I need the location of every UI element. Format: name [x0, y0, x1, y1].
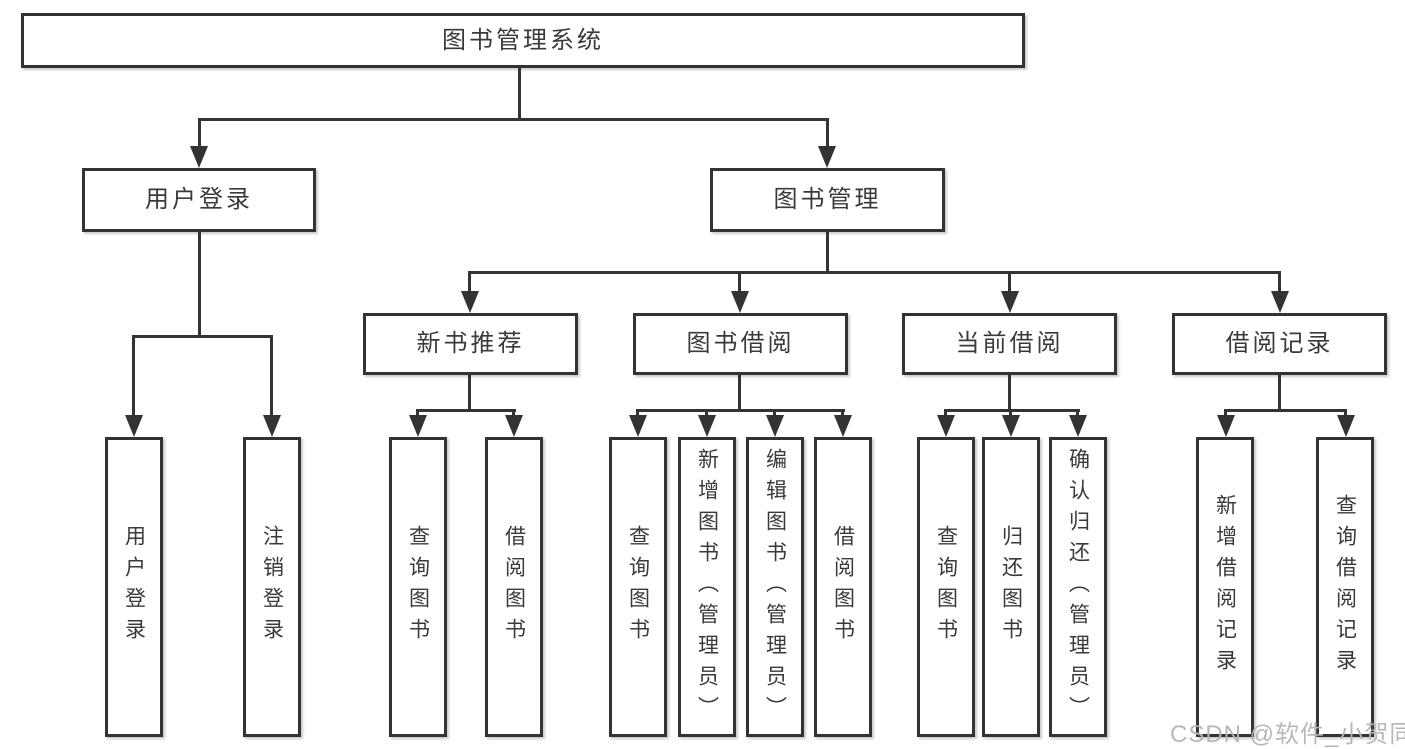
node-user-login-label: 用户登录: [145, 186, 253, 213]
leaf-add-borrow-record-label: 新增借阅记录: [1213, 494, 1237, 680]
node-borrowing-records-label: 借阅记录: [1225, 330, 1334, 357]
connector-recommend-branch: [416, 409, 516, 412]
arrowhead-leaf-return-book: [1002, 415, 1020, 437]
leaf-borrow-books-recommend: 借阅图书: [485, 437, 543, 737]
arrowhead-leaf-query-books-recommend: [409, 415, 427, 437]
leaf-user-login-label: 用户登录: [122, 525, 146, 649]
arrowhead-leaf-edit-book-admin: [766, 415, 784, 437]
node-current-borrowing: 当前借阅: [902, 313, 1117, 375]
connector-drop-leaf: [512, 409, 515, 419]
connector-root-branch: [198, 118, 829, 121]
connector-drop-leaf: [944, 409, 947, 419]
arrowhead-leaf-query-books-borrowing: [629, 415, 647, 437]
node-library-system: 图书管理系统: [21, 13, 1025, 68]
connector-current-branch: [944, 409, 1080, 412]
node-current-borrowing-label: 当前借阅: [955, 330, 1064, 357]
connector-drop-current-borrowing: [1008, 271, 1011, 295]
node-book-borrowing-label: 图书借阅: [686, 330, 795, 357]
arrowhead-leaf-logout: [263, 415, 281, 437]
leaf-confirm-return-admin: 确认归还（管理员）: [1049, 437, 1107, 737]
arrowhead-leaf-confirm-return-admin: [1069, 415, 1087, 437]
connector-current-stem: [1008, 375, 1011, 409]
connector-drop-borrowing-records: [1278, 271, 1281, 295]
watermark: CSDN @软件_小贺同学: [1170, 721, 1405, 748]
connector-recommend-stem: [468, 375, 471, 409]
leaf-logout: 注销登录: [243, 437, 301, 737]
leaf-query-books-current: 查询图书: [917, 437, 975, 737]
node-book-management-label: 图书管理: [773, 186, 882, 213]
connector-drop-leaf: [1344, 409, 1347, 419]
leaf-query-books-recommend-label: 查询图书: [406, 525, 430, 649]
node-new-book-recommend-label: 新书推荐: [416, 330, 525, 357]
leaf-user-login: 用户登录: [105, 437, 163, 737]
leaf-borrow-books-recommend-label: 借阅图书: [502, 525, 526, 649]
node-book-management: 图书管理: [710, 168, 945, 232]
leaf-query-books-recommend: 查询图书: [389, 437, 447, 737]
leaf-query-books-borrowing: 查询图书: [609, 437, 667, 737]
connector-userlogin-branch: [132, 335, 273, 338]
leaf-query-books-borrowing-label: 查询图书: [626, 525, 650, 649]
connector-bookmgmt-branch: [468, 271, 1281, 274]
connector-drop-leaf: [1009, 409, 1012, 419]
node-new-book-recommend: 新书推荐: [363, 313, 578, 375]
arrowhead-leaf-user-login: [125, 415, 143, 437]
node-library-system-label: 图书管理系统: [442, 26, 604, 54]
leaf-add-book-admin-label: 新增图书（管理员）: [695, 447, 719, 727]
arrowhead-book-borrowing: [731, 291, 749, 313]
connector-records-stem: [1278, 375, 1281, 409]
connector-bookmgmt-stem: [826, 232, 829, 271]
connector-drop-leaf-user-login: [132, 335, 135, 419]
connector-root-stem: [518, 68, 521, 118]
leaf-logout-label: 注销登录: [260, 525, 284, 649]
arrowhead-new-book-recommend: [461, 291, 479, 313]
arrowhead-current-borrowing: [1001, 291, 1019, 313]
leaf-edit-book-admin: 编辑图书（管理员）: [746, 437, 804, 737]
connector-drop-leaf-logout: [270, 335, 273, 419]
leaf-query-borrow-record: 查询借阅记录: [1316, 437, 1374, 737]
connector-drop-leaf: [1076, 409, 1079, 419]
connector-borrowing-branch: [636, 409, 845, 412]
node-book-borrowing: 图书借阅: [633, 313, 848, 375]
connector-drop-book-borrowing: [738, 271, 741, 295]
arrowhead-leaf-borrow-books-borrowing: [834, 415, 852, 437]
leaf-add-borrow-record: 新增借阅记录: [1196, 437, 1254, 737]
arrowhead-leaf-query-books-current: [937, 415, 955, 437]
connector-drop-leaf: [841, 409, 844, 419]
leaf-edit-book-admin-label: 编辑图书（管理员）: [763, 447, 787, 727]
leaf-query-borrow-record-label: 查询借阅记录: [1333, 494, 1357, 680]
connector-records-branch: [1224, 409, 1347, 412]
arrowhead-borrowing-records: [1271, 291, 1289, 313]
leaf-borrow-books-borrowing-label: 借阅图书: [831, 525, 855, 649]
connector-drop-leaf: [636, 409, 639, 419]
arrowhead-leaf-add-borrow-record: [1217, 415, 1235, 437]
connector-drop-leaf: [416, 409, 419, 419]
node-borrowing-records: 借阅记录: [1172, 313, 1387, 375]
arrowhead-leaf-query-borrow-record: [1337, 415, 1355, 437]
leaf-add-book-admin: 新增图书（管理员）: [678, 437, 736, 737]
leaf-borrow-books-borrowing: 借阅图书: [814, 437, 872, 737]
connector-drop-leaf: [773, 409, 776, 419]
leaf-confirm-return-admin-label: 确认归还（管理员）: [1066, 447, 1090, 727]
leaf-query-books-current-label: 查询图书: [934, 525, 958, 649]
connector-borrowing-stem: [738, 375, 741, 409]
connector-userlogin-stem: [198, 232, 201, 335]
connector-drop-user-login: [198, 118, 201, 150]
leaf-return-book-label: 归还图书: [999, 525, 1023, 649]
arrowhead-book-management: [818, 146, 836, 168]
connector-drop-book-management: [826, 118, 829, 150]
arrowhead-leaf-borrow-books-recommend: [505, 415, 523, 437]
arrowhead-user-login: [190, 146, 208, 168]
connector-drop-leaf: [705, 409, 708, 419]
node-user-login: 用户登录: [82, 168, 316, 232]
arrowhead-leaf-add-book-admin: [698, 415, 716, 437]
connector-drop-new-book-recommend: [468, 271, 471, 295]
connector-drop-leaf: [1224, 409, 1227, 419]
leaf-return-book: 归还图书: [982, 437, 1040, 737]
